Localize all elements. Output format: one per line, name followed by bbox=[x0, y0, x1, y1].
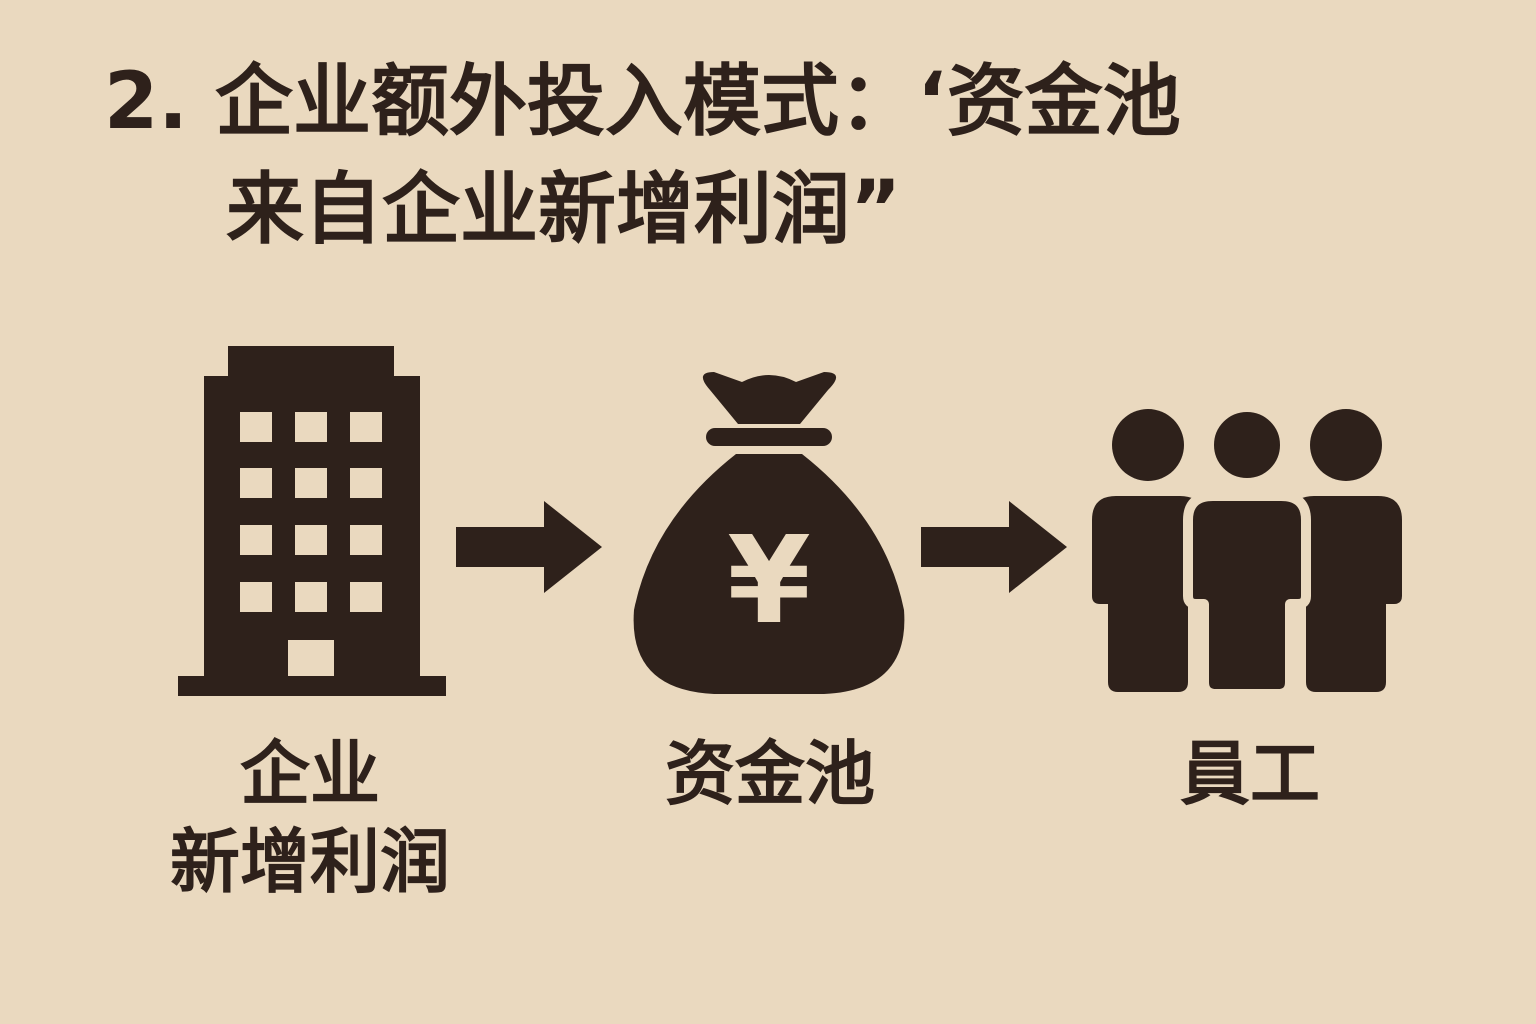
company-label: 企业 新增利润 bbox=[140, 730, 480, 906]
yen-symbol: ¥ bbox=[727, 512, 811, 651]
staff-label: 員工 bbox=[1180, 733, 1320, 815]
people-icon bbox=[1092, 402, 1402, 699]
diagram-title-line-2: 来自企业新增利润” bbox=[226, 165, 902, 255]
company-label-line-2: 新增利润 bbox=[170, 821, 450, 903]
diagram-title-line-1: 2. 企业额外投入模式：‘资金池 bbox=[104, 57, 1181, 147]
company-label-line-1: 企业 bbox=[240, 733, 380, 815]
building-icon bbox=[178, 346, 446, 696]
arrow-right-icon bbox=[456, 501, 602, 593]
arrow-right-icon bbox=[921, 501, 1067, 593]
money-bag-icon: ¥ bbox=[633, 372, 905, 694]
fund-pool-label: 资金池 bbox=[665, 733, 875, 815]
